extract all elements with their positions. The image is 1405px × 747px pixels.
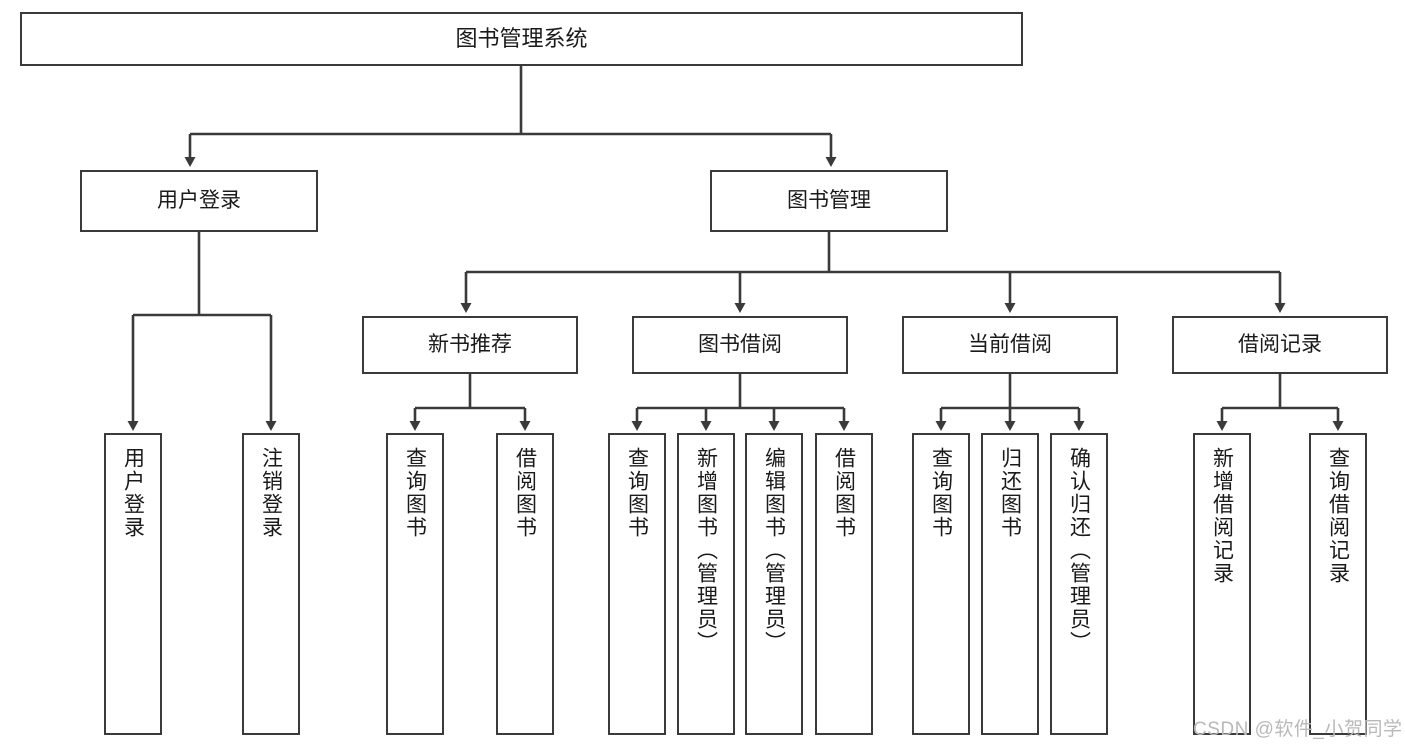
leaf-confirm-return-admin[interactable]: 确认归还（管理员） xyxy=(1050,433,1108,735)
leaf-edit-book-admin[interactable]: 编辑图书（管理员） xyxy=(745,433,803,735)
node-root[interactable]: 图书管理系统 xyxy=(20,12,1023,66)
node-label: 归还图书 xyxy=(998,447,1022,539)
node-book-management[interactable]: 图书管理 xyxy=(710,170,948,232)
node-label: 借阅记录 xyxy=(1238,332,1322,356)
node-label: 图书借阅 xyxy=(698,332,782,356)
leaf-borrow-book-recommend[interactable]: 借阅图书 xyxy=(496,433,554,735)
node-label: 注销登录 xyxy=(259,447,283,539)
leaf-borrow-book[interactable]: 借阅图书 xyxy=(815,433,873,735)
leaf-logout[interactable]: 注销登录 xyxy=(242,433,300,735)
leaf-query-book-current[interactable]: 查询图书 xyxy=(912,433,970,735)
node-label: 用户登录 xyxy=(157,188,241,212)
node-user-login[interactable]: 用户登录 xyxy=(80,170,318,232)
leaf-add-borrow-record[interactable]: 新增借阅记录 xyxy=(1193,433,1251,735)
leaf-query-book-recommend[interactable]: 查询图书 xyxy=(386,433,444,735)
node-borrow-record[interactable]: 借阅记录 xyxy=(1172,316,1388,374)
node-label: 查询图书 xyxy=(625,447,649,539)
node-label: 当前借阅 xyxy=(968,332,1052,356)
node-label: 查询图书 xyxy=(403,447,427,539)
node-label: 新书推荐 xyxy=(428,332,512,356)
node-label: 查询借阅记录 xyxy=(1326,447,1350,585)
node-label: 图书管理 xyxy=(787,188,871,212)
node-label: 编辑图书（管理员） xyxy=(762,447,786,654)
leaf-user-login[interactable]: 用户登录 xyxy=(104,433,162,735)
node-label: 借阅图书 xyxy=(513,447,537,539)
node-label: 新增图书（管理员） xyxy=(694,447,718,654)
node-label: 借阅图书 xyxy=(832,447,856,539)
node-new-book-recommend[interactable]: 新书推荐 xyxy=(362,316,578,374)
node-label: 确认归还（管理员） xyxy=(1067,447,1091,654)
node-current-borrow[interactable]: 当前借阅 xyxy=(902,316,1118,374)
node-label: 用户登录 xyxy=(121,447,145,539)
node-label: 新增借阅记录 xyxy=(1210,447,1234,585)
node-label: 查询图书 xyxy=(929,447,953,539)
leaf-add-book-admin[interactable]: 新增图书（管理员） xyxy=(677,433,735,735)
leaf-query-borrow-record[interactable]: 查询借阅记录 xyxy=(1309,433,1367,735)
node-book-borrow[interactable]: 图书借阅 xyxy=(632,316,848,374)
node-label: 图书管理系统 xyxy=(455,26,588,52)
leaf-return-book[interactable]: 归还图书 xyxy=(981,433,1039,735)
leaf-query-book-borrow[interactable]: 查询图书 xyxy=(608,433,666,735)
csdn-watermark: CSDN @软件_小贺同学 xyxy=(1193,719,1403,740)
